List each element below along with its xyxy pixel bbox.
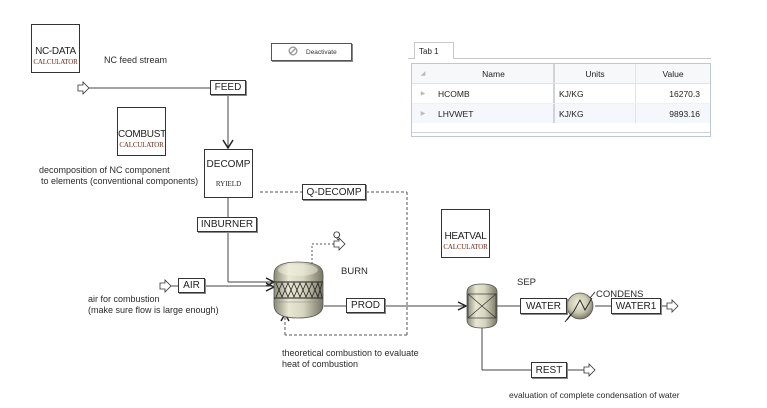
tab-strip-divider [408,58,711,59]
stream-label-inburner[interactable]: INBURNER [197,217,257,232]
results-grid: ◢ Name Units Value ▶ HCOMB KJ/KG 16270.3… [411,63,711,137]
rest-outlet-arrow-icon [583,363,596,377]
stream-label-rest[interactable]: REST [531,362,567,378]
stream-label-q[interactable]: Q [333,230,341,241]
column-header-value[interactable]: Value [635,64,710,83]
block-type: RYIELD [215,180,242,188]
table-row[interactable]: ▶ LHVWET KJ/KG 9893.16 [412,104,710,123]
row-expand-icon[interactable]: ▶ [420,91,426,97]
stream-label-prod[interactable]: PROD [346,298,385,313]
calculator-type: CALCULATOR [443,243,488,251]
cell-value: 16270.3 [635,84,710,103]
block-label-condens[interactable]: CONDENS [596,289,644,300]
calculator-type: CALCULATOR [119,141,164,149]
annotation-burn-line1: theoretical combustion to evaluate [282,348,419,358]
stream-label-q-decomp[interactable]: Q-DECOMP [302,184,366,200]
stream-label-water[interactable]: WATER [520,298,567,314]
block-label-burn[interactable]: BURN [341,266,368,277]
stream-line-prod[interactable] [324,301,468,311]
cell-name: LHVWET [438,108,474,119]
air-inlet-arrow-icon [159,279,172,293]
column-header-name[interactable]: Name [482,68,505,79]
stream-line-rest[interactable] [481,328,584,371]
calculator-id: NC-DATA [35,46,76,57]
condens-heater-icon[interactable] [564,291,596,323]
annotation-air-line1: air for combustion [88,294,160,304]
cell-units: KJ/KG [553,104,635,123]
annotation-rest-note: evaluation of complete condensation of w… [509,390,680,400]
block-label-sep[interactable]: SEP [517,277,537,288]
stream-label-water1[interactable]: WATER1 [611,298,661,314]
deactivate-label: Deactivate [306,48,337,56]
stream-line-feed[interactable] [88,87,234,150]
annotation-decomp-line1: decomposition of NC component [39,165,170,175]
q-outlet-arrow-icon [333,237,346,251]
calculator-id: COMBUST [118,129,166,140]
grid-bottom-border [412,132,710,136]
water1-outlet-arrow-icon [666,299,679,313]
cell-value: 9893.16 [635,104,710,123]
stream-label-feed[interactable]: FEED [210,80,246,95]
tab-1[interactable]: Tab 1 [414,42,454,59]
stream-line-inburner[interactable] [227,198,276,287]
annotation-air-line2: (make sure flow is large enough) [88,305,219,315]
stream-label-air[interactable]: AIR [178,278,205,293]
annotation-burn-line2: heat of combustion [282,359,359,369]
results-panel: Tab 1 ◢ Name Units Value ▶ HCOMB KJ/KG 1… [408,42,711,141]
calculator-id: HEATVAL [444,231,487,242]
cell-units: KJ/KG [553,84,635,103]
deactivate-button[interactable]: Deactivate [271,43,352,61]
table-row[interactable]: ▶ HCOMB KJ/KG 16270.3 [412,84,710,104]
calculator-nc-data[interactable]: NC-DATA CALCULATOR [31,24,80,73]
annotation-nc-feed: NC feed stream [104,55,168,65]
grid-header-row: ◢ Name Units Value [412,64,710,84]
select-all-corner-icon[interactable]: ◢ [420,71,426,77]
calculator-combust[interactable]: COMBUST CALCULATOR [117,107,166,156]
calculator-type: CALCULATOR [33,58,78,66]
annotation-decomp-line2: to elements (conventional components) [41,176,199,186]
block-decomp[interactable]: DECOMP RYIELD [204,149,253,198]
block-id: DECOMP [206,159,251,170]
cell-name: HCOMB [438,88,470,99]
burn-reactor-icon[interactable] [273,261,324,319]
calculator-heatval[interactable]: HEATVAL CALCULATOR [441,209,490,258]
prohibited-icon [288,46,298,58]
sep-separator-icon[interactable] [466,283,498,329]
row-expand-icon[interactable]: ▶ [420,111,426,117]
column-header-units[interactable]: Units [553,64,635,83]
feed-inlet-arrow-icon [77,81,90,95]
